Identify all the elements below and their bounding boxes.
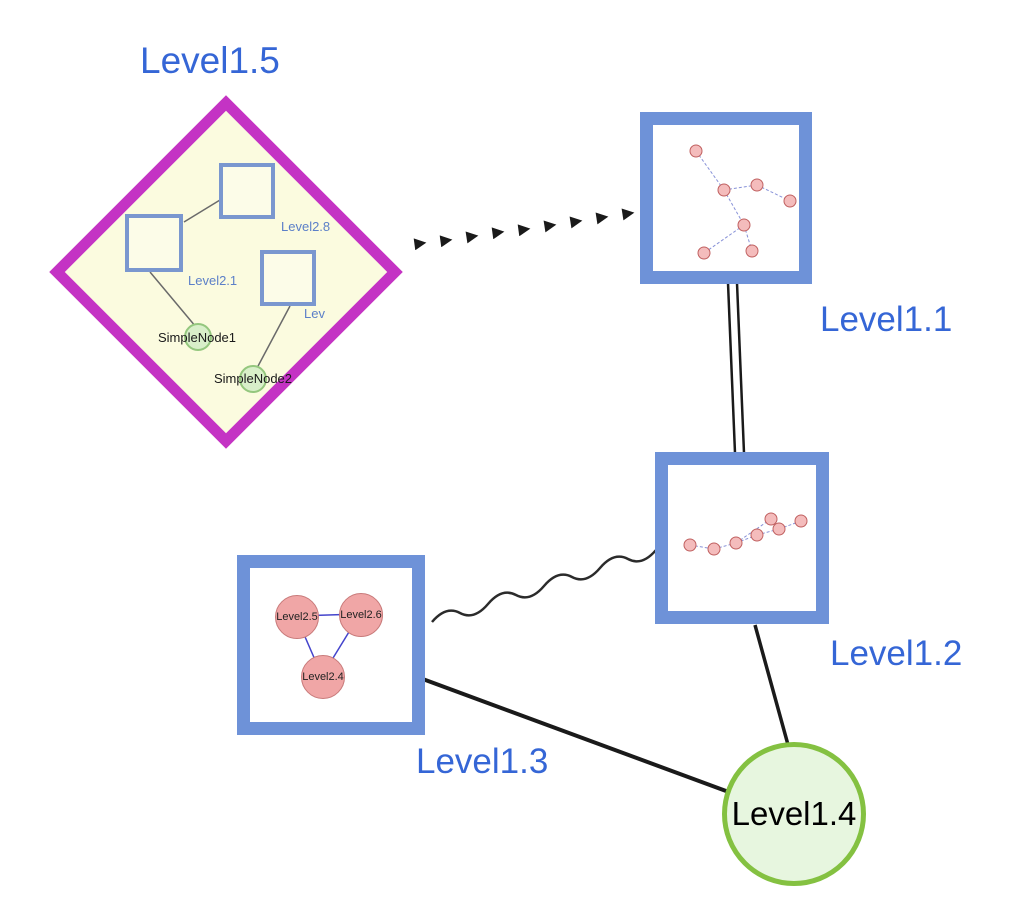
mini-edge [713, 542, 737, 550]
label-level2-1: Level2.1 [188, 273, 238, 288]
node-level1-3[interactable]: Level2.5 Level2.6 Level2.4 [237, 555, 425, 735]
edge-level11-level12-line1[interactable] [726, 282, 737, 454]
mini-graph-level1-2 [683, 512, 808, 556]
node-level2-5[interactable]: Level2.5 [275, 595, 319, 639]
node-level2-1[interactable] [125, 214, 183, 272]
label-level1-4: Level1.4 [731, 795, 857, 832]
node-level1-2[interactable] [655, 452, 829, 624]
mini-graph-level1-1 [689, 144, 797, 260]
node-lev[interactable] [260, 250, 316, 306]
mini-node[interactable] [750, 178, 764, 192]
mini-edge [695, 150, 725, 191]
node-level1-4[interactable]: Level1.4 [722, 742, 866, 886]
mini-node[interactable] [717, 183, 731, 197]
label-level2-8: Level2.8 [281, 219, 331, 234]
mini-node[interactable] [772, 522, 786, 536]
mini-node[interactable] [707, 542, 721, 556]
mini-node[interactable] [729, 536, 743, 550]
mini-node[interactable] [737, 218, 751, 232]
mini-node[interactable] [750, 528, 764, 542]
mini-node[interactable] [783, 194, 797, 208]
label-simplenode1: SimpleNode1 [157, 330, 237, 345]
node-simplenode1[interactable] [184, 323, 212, 351]
edge-lev-simplenode2[interactable] [256, 305, 291, 369]
mini-node[interactable] [689, 144, 703, 158]
label-level1-2: Level1.2 [830, 634, 963, 673]
node-level2-6[interactable]: Level2.6 [339, 593, 383, 637]
mini-node[interactable] [794, 514, 808, 528]
node-level1-1[interactable] [640, 112, 812, 284]
label-level1-3: Level1.3 [416, 742, 549, 781]
mini-edge [703, 224, 745, 254]
edge-level21-simplenode1[interactable] [149, 271, 197, 328]
node-level2-8[interactable] [219, 163, 275, 219]
mini-graph-level1-3 [295, 613, 361, 677]
edge-level13-level14[interactable] [419, 676, 746, 800]
label-level1-5: Level1.5 [140, 40, 280, 81]
edge-level28-level21[interactable] [183, 199, 221, 223]
mini-node[interactable] [745, 244, 759, 258]
mini-node[interactable] [764, 512, 778, 526]
edge-level12-level14[interactable] [753, 624, 792, 753]
label-simplenode2: SimpleNode2 [213, 371, 293, 386]
label-lev: Lev [304, 306, 325, 321]
mini-edge [756, 528, 780, 536]
edge-level13-level12-wavy[interactable] [431, 549, 657, 623]
mini-node[interactable] [697, 246, 711, 260]
mini-edge [723, 189, 745, 226]
mini-edge [735, 534, 758, 544]
node-simplenode2[interactable] [239, 365, 267, 393]
mini-edge [778, 520, 802, 530]
edge-level11-level12-line2[interactable] [735, 282, 746, 454]
mini-node[interactable] [683, 538, 697, 552]
label-level1-1: Level1.1 [820, 300, 953, 339]
node-level2-4[interactable]: Level2.4 [301, 655, 345, 699]
